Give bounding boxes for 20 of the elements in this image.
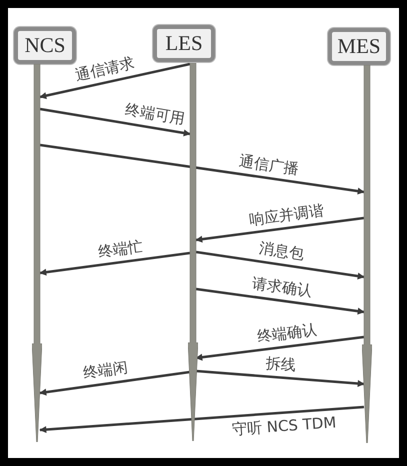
lifeline-head [153, 25, 215, 62]
message-arrow [39, 370, 190, 396]
message-arrow [196, 288, 365, 315]
lifeline-bar [188, 63, 198, 441]
lifeline-head [14, 27, 76, 64]
lifeline-head [328, 28, 390, 65]
message-arrow [39, 62, 190, 100]
participant-name: NCS [24, 33, 66, 58]
lifeline-bar [362, 65, 372, 443]
message-arrow [195, 216, 364, 243]
message-arrow [196, 250, 365, 280]
message-arrow [40, 144, 365, 195]
message-arrow [196, 370, 365, 387]
participant-name: MES [337, 34, 381, 59]
message-arrow [40, 108, 191, 136]
message-arrow [39, 406, 364, 434]
message-arrow [39, 252, 190, 276]
participant-name: LES [165, 31, 203, 56]
message-arrow [195, 336, 364, 361]
lifeline-bar [32, 64, 42, 442]
